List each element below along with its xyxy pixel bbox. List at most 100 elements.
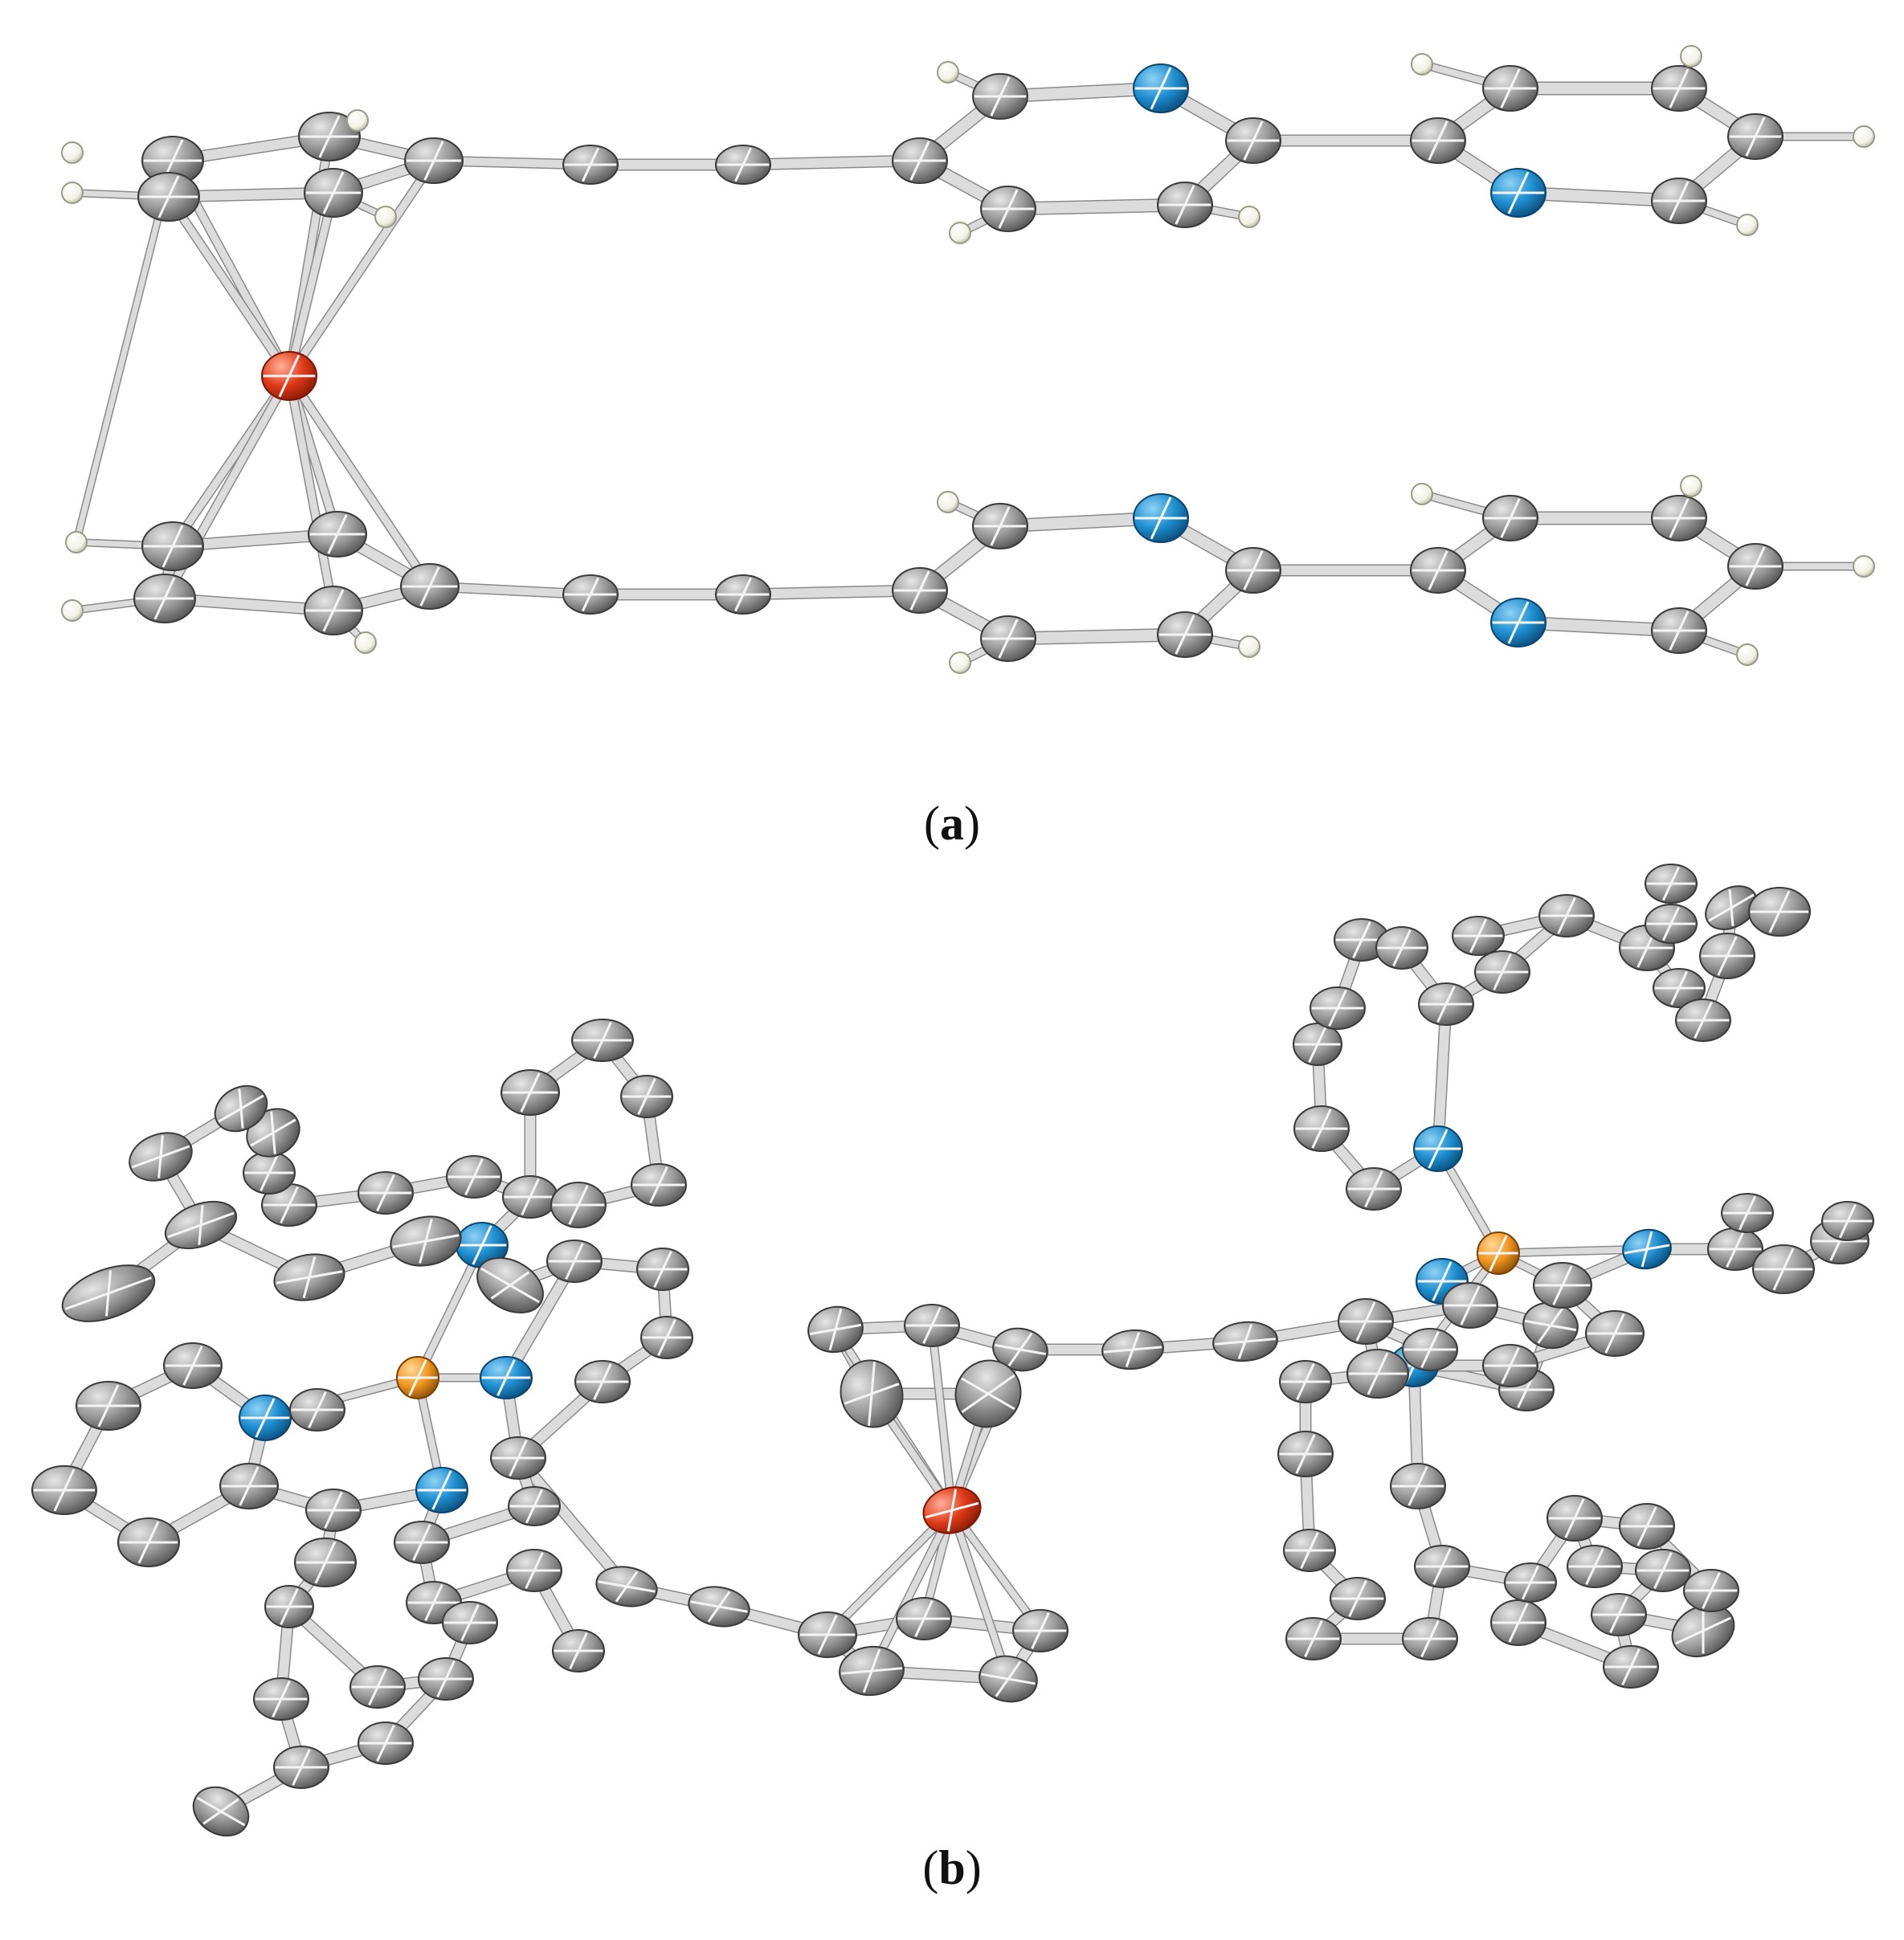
panel-a-hydrogen-atom-37	[1853, 125, 1875, 148]
panel-a-carbon-atom-28	[1651, 65, 1707, 112]
panel-b-carbon-atom-58	[1490, 1599, 1546, 1646]
panel-b-carbon-atom-36	[1653, 968, 1706, 1008]
panel-b-carbon-atom-68	[688, 1586, 750, 1628]
panel-b-carbon-atom-48	[1585, 1310, 1645, 1357]
panel-b-carbon-atom-90	[631, 1163, 687, 1207]
panel-a-carbon-atom-3	[304, 168, 363, 218]
panel-b-carbon-atom-76	[446, 1155, 502, 1199]
panel-a-carbon-atom-9	[141, 521, 204, 571]
panel-b-carbon-atom-82	[129, 1132, 193, 1182]
panel-b-carbon-atom-103	[289, 1388, 345, 1432]
panel-b-carbon-atom-50	[1279, 1360, 1332, 1403]
panel-b-carbon-atom-11	[1101, 1329, 1164, 1370]
panel-b-carbon-atom-57	[1402, 1617, 1458, 1660]
panel-b-carbon-atom-27	[1310, 986, 1366, 1030]
panel-b-carbon-atom-6	[798, 1611, 857, 1658]
panel-a-nitrogen-atom-52	[1490, 598, 1546, 647]
panel-b-carbon-atom-30	[1418, 982, 1474, 1026]
panel-b-carbon-atom-39	[1705, 885, 1758, 930]
panel-b-carbon-atom-38	[1675, 999, 1731, 1042]
panel-a-carbon-atom-18	[562, 145, 619, 185]
panel-b-carbon-atom-9	[979, 1655, 1038, 1703]
panel-b-nitrogen-atom-72	[480, 1356, 533, 1399]
panel-label-a: (a)	[924, 797, 980, 850]
panel-b-carbon-atom-20	[1442, 1282, 1498, 1329]
panel-b-carbon-atom-75	[502, 1175, 558, 1219]
panel-b-carbon-atom-101	[117, 1517, 180, 1567]
panel-a-hydrogen-atom-35	[1411, 53, 1433, 76]
panel-b-carbon-atom-26	[1293, 1023, 1342, 1066]
panel-a-carbon-atom-23	[1225, 117, 1281, 164]
panel-a-hydrogen-atom-33	[949, 222, 971, 244]
panel-b-carbon-atom-105	[394, 1521, 450, 1564]
panel-a-hydrogen-atom-7	[346, 109, 369, 132]
panel-b-carbon-atom-66	[1683, 1569, 1739, 1612]
panel-b-carbon-atom-3	[954, 1359, 1022, 1428]
panel-b-carbon-atom-18	[1338, 1298, 1394, 1345]
panel-a-carbon-atom-19	[715, 145, 771, 185]
panel-a-nitrogen-atom-31	[1490, 168, 1546, 218]
panel-b-nitrogen-atom-15	[1413, 1125, 1463, 1172]
panel-b-carbon-atom-0	[807, 1305, 864, 1354]
panel-a-iron-atom-17	[261, 351, 317, 401]
panel-b-carbon-atom-106	[294, 1538, 357, 1587]
panel-b-carbon-atom-41	[1748, 887, 1811, 937]
panel-b-carbon-atom-4	[840, 1359, 904, 1428]
panel-b-nitrogen-atom-73	[415, 1467, 468, 1513]
panel-b-carbon-atom-51	[1277, 1431, 1334, 1477]
atoms-panel-a	[61, 45, 1875, 674]
panel-b-carbon-atom-1	[904, 1304, 960, 1347]
panel-a-carbon-atom-1	[298, 112, 361, 161]
panel-a-carbon-atom-49	[1651, 495, 1707, 541]
panel-b-carbon-atom-89	[620, 1075, 673, 1118]
panel-b-carbon-atom-85	[273, 1253, 345, 1301]
panel-a-hydrogen-atom-53	[937, 491, 959, 513]
panel-b-metal-atom-13	[1477, 1231, 1520, 1275]
panel-a-carbon-atom-47	[1410, 547, 1466, 594]
panel-a-carbon-atom-26	[1410, 117, 1466, 164]
panel-b-carbon-atom-92	[476, 1256, 544, 1314]
panel-b-carbon-atom-28	[1334, 918, 1390, 962]
panel-a-carbon-atom-4	[137, 172, 200, 222]
panel-a-carbon-atom-39	[562, 574, 619, 615]
panel-b-carbon-atom-114	[253, 1677, 309, 1721]
panel-a-hydrogen-atom-55	[1238, 635, 1260, 658]
panel-b-nitrogen-atom-16	[1622, 1228, 1672, 1270]
panel-a-hydrogen-atom-58	[1853, 555, 1875, 578]
panel-b-carbon-atom-94	[636, 1248, 689, 1291]
atoms-panel-b	[31, 864, 1874, 1837]
panel-b-carbon-atom-40	[1645, 864, 1698, 904]
panel-a-hydrogen-atom-54	[949, 651, 971, 674]
panel-b-carbon-atom-102	[219, 1463, 279, 1509]
panel-a-carbon-atom-2	[404, 137, 464, 184]
panel-b-carbon-atom-31	[1474, 950, 1530, 994]
panel-a-carbon-atom-30	[1651, 178, 1707, 224]
panel-a-carbon-atom-24	[1157, 182, 1213, 228]
panel-b-carbon-atom-86	[390, 1215, 462, 1267]
panel-b-carbon-atom-24	[1346, 1167, 1402, 1211]
panel-a-hydrogen-atom-34	[1238, 206, 1260, 228]
panel-b-carbon-atom-59	[1546, 1495, 1603, 1542]
panel-b-carbon-atom-43	[1752, 1244, 1815, 1294]
panel-b-carbon-atom-49	[1482, 1344, 1538, 1387]
panel-b-nitrogen-atom-71	[456, 1222, 509, 1268]
panel-b-carbon-atom-2	[992, 1327, 1048, 1372]
panel-b-carbon-atom-29	[1375, 926, 1428, 970]
panel-a-carbon-atom-42	[972, 503, 1028, 549]
panel-b-carbon-atom-79	[243, 1151, 296, 1195]
panel-a-carbon-atom-12	[304, 586, 363, 635]
panel-b-carbon-atom-62	[1635, 1549, 1691, 1592]
panel-b-carbon-atom-67	[1504, 1562, 1557, 1603]
panel-b-carbon-atom-84	[61, 1264, 156, 1322]
panel-a-carbon-atom-25	[980, 186, 1036, 232]
panel-b-carbon-atom-61	[1567, 1545, 1623, 1588]
panel-a-hydrogen-atom-56	[1411, 483, 1433, 505]
panel-a-hydrogen-atom-16	[354, 631, 377, 654]
panel-b-carbon-atom-112	[349, 1665, 406, 1709]
panel-a-carbon-atom-40	[715, 574, 771, 615]
panel-b-carbon-atom-64	[1603, 1645, 1659, 1689]
panel-b-carbon-atom-116	[358, 1721, 414, 1765]
panel-a-hydrogen-atom-6	[61, 182, 84, 204]
panel-a-nitrogen-atom-22	[1133, 63, 1189, 113]
panel-b-carbon-atom-54	[1285, 1617, 1342, 1660]
